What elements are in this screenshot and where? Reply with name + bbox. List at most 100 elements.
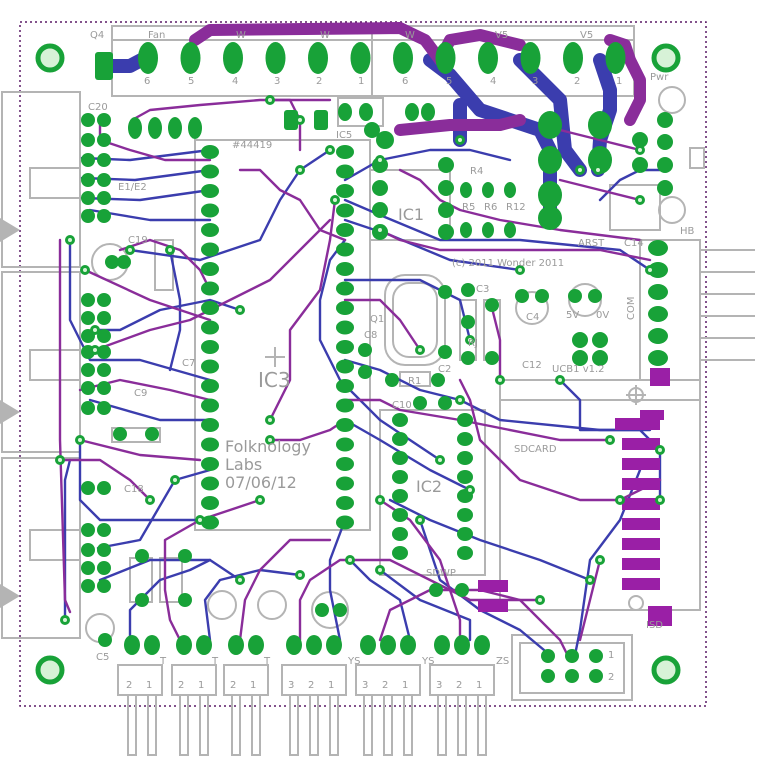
left-pad [81,293,95,307]
vias-layer [55,95,665,625]
left-pad [97,543,111,557]
ic3-pin-right [336,223,354,237]
via [575,165,585,175]
via [55,455,65,465]
left-pad [97,113,111,127]
ic3-pin-right [336,184,354,198]
bottom-conn-pad [326,635,342,655]
label-c7: C7 [182,358,195,369]
bottom-conn-pad [228,635,244,655]
via [295,165,305,175]
left-pad [97,329,111,343]
ic2-pin-left [392,527,408,541]
bottom-conn-5-pin-1: 1 [402,680,408,691]
bottom-conn-6-pin-3: 3 [436,680,442,691]
left-pad [81,579,95,593]
label-c9: C9 [134,388,147,399]
via [455,135,465,145]
ic2-pin-right [457,451,473,465]
left-pad [97,209,111,223]
bottom-conn-2-label: T [211,656,219,667]
via [345,555,355,565]
label-e1e2: E1/E2 [118,182,147,193]
ic2-pin-left [392,546,408,560]
ic3-pin-left [201,340,219,354]
via [235,575,245,585]
ic3-pin-right [336,301,354,315]
via [535,595,545,605]
ic3-pin-right [336,476,354,491]
left-pad [81,543,95,557]
ic2-pin-left [392,508,408,522]
via [65,235,75,245]
ic2-pin-left [392,432,408,446]
label-c14: C14 [624,238,644,249]
label-r6: R6 [484,202,497,213]
bottom-conn-6-pin-2: 2 [456,680,462,691]
ic2-pin-left [392,470,408,484]
ic3-pin-right [336,437,354,452]
via [415,515,425,525]
bottom-conn-pad [306,635,322,655]
ic2-pin-right [457,508,473,522]
bottom-conn-2-pin-1: 1 [198,680,204,691]
left-pad [81,523,95,537]
bottom-conn-1-pin-1: 1 [146,680,152,691]
header-pin-3a: 3 [274,76,280,87]
left-pad [81,191,95,205]
label-sdcard: SDCARD [514,444,557,455]
header-group-w2: W [320,30,330,41]
silkscreen-text: Q4 Fan W W W V5 V5 6 5 4 3 2 1 6 5 4 3 2… [88,30,695,691]
left-pad [97,579,111,593]
bottom-conn-pad [400,635,416,655]
header-group-v5a: V5 [495,30,508,41]
left-pad [97,523,111,537]
left-pad [97,561,111,575]
label-r5: R5 [462,202,475,213]
bottom-conn-pad [196,635,212,655]
bottom-conn-4-pin-2: 2 [308,680,314,691]
header-pin-2a: 2 [316,76,322,87]
header-pin-5a: 5 [188,76,194,87]
bottom-conn-pad [144,635,160,655]
header-pin-pad [563,42,583,74]
header-pin-pad [265,42,286,74]
label-c4: C4 [526,312,539,323]
ic2-pin-left [392,489,408,503]
ic3-pin-left [201,164,219,179]
left-pad [81,381,95,395]
left-pad [81,401,95,415]
header-group-v5b: V5 [580,30,593,41]
ic3-pin-right [336,145,354,159]
bottom-conn-5-label: YS [421,656,434,667]
label-r12: R12 [506,202,526,213]
label-c8: C8 [364,330,377,341]
credit-line1: Folknology [225,437,311,456]
bottom-conn-1-pin-2: 2 [126,680,132,691]
ic3-pin-right [336,398,354,413]
header-pin-pad [605,42,626,74]
header-pin-pad [520,42,541,74]
left-pad [97,481,111,495]
left-pad [81,561,95,575]
via [593,165,603,175]
via [165,245,175,255]
via [635,145,645,155]
left-pad [81,363,95,377]
via [145,495,155,505]
label-r4: R4 [470,166,483,177]
ic3-pin-left [201,223,219,237]
header-pin-5b: 5 [446,76,452,87]
header-pin-1b: 1 [616,76,622,87]
bottom-conn-2-pin-2: 2 [178,680,184,691]
left-header-pad [168,117,182,139]
ic2-pin-right [457,432,473,446]
ic3-pin-left [201,476,219,491]
header-pin-3b: 3 [532,76,538,87]
ic3-pin-left [201,496,219,510]
via [265,415,275,425]
bottom-conn-5-pin-2: 2 [382,680,388,691]
bottom-conn-pad [474,635,490,655]
via [80,265,90,275]
bottom-conn-4-pin-3: 3 [288,680,294,691]
